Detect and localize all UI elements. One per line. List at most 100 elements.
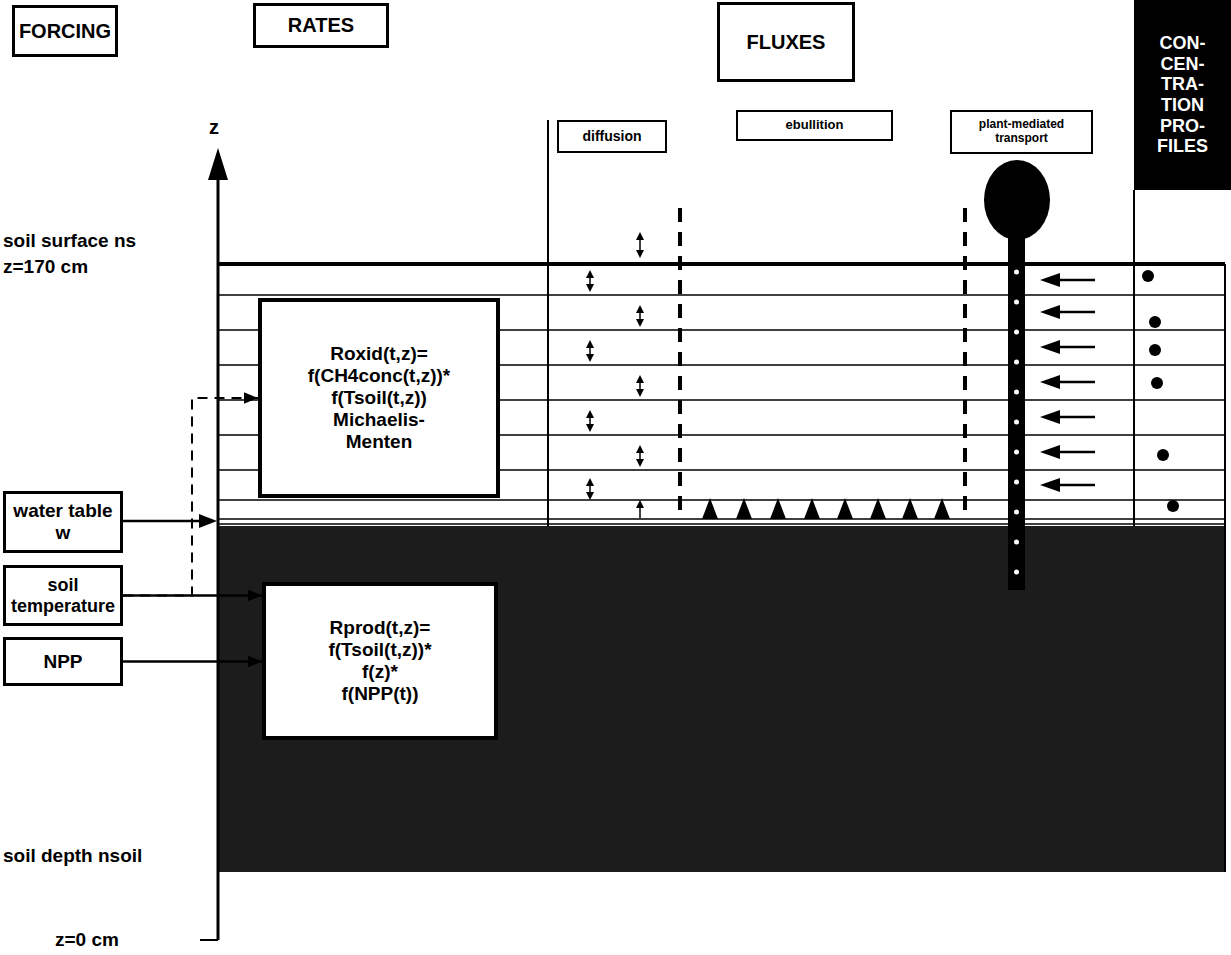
divider-line [1133, 190, 1135, 526]
arrow-shaft [1055, 381, 1095, 384]
double-arrow [636, 305, 644, 327]
bubble-triangle [870, 498, 886, 519]
arrowhead [636, 375, 644, 383]
uptake-arrow [1040, 445, 1095, 459]
uptake-arrow [1040, 340, 1095, 354]
bubble-triangle [736, 498, 752, 519]
layer-line [218, 518, 1225, 520]
dashed-divider [963, 208, 967, 518]
arrowhead [636, 500, 644, 508]
concentration-dot [1142, 270, 1154, 282]
concentration-dot [1157, 449, 1169, 461]
layer-line [218, 523, 1225, 525]
header-box: RATES [253, 3, 389, 48]
arrowhead [586, 424, 594, 432]
uptake-arrow [1040, 305, 1095, 319]
node-text: FORCING [19, 20, 111, 43]
bubble-triangle [702, 498, 718, 519]
layer-line [218, 499, 1225, 501]
arrowhead [1040, 273, 1060, 287]
concentration-dot [1167, 500, 1179, 512]
node-text: CON- CEN- TRA- TION PRO- FILES [1140, 33, 1225, 157]
arrowhead [636, 305, 644, 313]
aerenchyma-dot [1014, 270, 1019, 275]
axis-label: z [209, 116, 219, 139]
uptake-arrow [1040, 478, 1095, 492]
aerenchyma-dot [1014, 330, 1019, 335]
arrowhead [1040, 305, 1060, 319]
aerenchyma-dot [1014, 300, 1019, 305]
bubble-triangle [770, 498, 786, 519]
connector [123, 594, 262, 597]
arrowhead [1040, 478, 1060, 492]
arrowhead [636, 389, 644, 397]
bubble-triangle [934, 498, 950, 519]
water-table-arrow [123, 520, 202, 523]
node-text: Roxid(t,z)= f(CH4conc(t,z))* f(Tsoil(t,z… [265, 343, 493, 409]
arrow-shaft [1055, 279, 1095, 282]
concentration-dot [1151, 377, 1163, 389]
aerenchyma-dot [1014, 510, 1019, 515]
node-text: water table w [9, 500, 117, 544]
arrow-shaft [1055, 451, 1095, 454]
arrowhead [1040, 445, 1060, 459]
arrowhead [636, 232, 644, 240]
uptake-arrow [1040, 375, 1095, 389]
rate-box: Rprod(t,z)= f(Tsoil(t,z))* f(z)* f(NPP(t… [262, 582, 498, 740]
connector [123, 398, 258, 596]
aerenchyma-dot [1014, 390, 1019, 395]
plant-stem [1008, 230, 1025, 590]
forcing-box: soil temperature [3, 565, 123, 626]
arrowhead [586, 340, 594, 348]
plant-dots [1014, 270, 1019, 575]
node-text: NPP [43, 651, 82, 673]
arrowhead [636, 459, 644, 467]
header-box: FLUXES [717, 2, 855, 82]
node-text: soil temperature [9, 575, 117, 616]
plant-crown [984, 160, 1050, 240]
double-arrow [636, 375, 644, 397]
soil-surface-line [218, 262, 1225, 266]
z-axis [217, 170, 220, 940]
axis-label: soil depth nsoil [3, 845, 142, 867]
aerobic-zone [218, 264, 1225, 526]
bubble-triangle [837, 498, 853, 519]
arrowhead [199, 514, 217, 528]
arrowhead [586, 410, 594, 418]
double-arrow [636, 445, 644, 467]
dashed-divider [678, 208, 682, 518]
double-arrow [586, 410, 594, 432]
flux-label-box: ebullition [736, 110, 893, 141]
double-arrow [586, 478, 594, 500]
bubble-triangle [804, 498, 820, 519]
arrowhead [636, 319, 644, 327]
aerenchyma-dot [1014, 360, 1019, 365]
arrowhead [1040, 340, 1060, 354]
layer-line [218, 294, 1225, 296]
rate-box: Roxid(t,z)= f(CH4conc(t,z))* f(Tsoil(t,z… [258, 298, 500, 498]
plant-uptake-arrows [1040, 273, 1095, 492]
concentration-dot [1149, 316, 1161, 328]
divider-line [547, 120, 549, 526]
node-text: diffusion [582, 128, 641, 144]
axis-label: z=0 cm [55, 929, 119, 951]
ebullition-bubbles [702, 498, 950, 519]
node-text: Michaelis-Menten [314, 409, 444, 453]
aerenchyma-dot [1014, 570, 1019, 575]
arrowhead [586, 270, 594, 278]
connector [123, 660, 262, 663]
arrowhead [1040, 375, 1060, 389]
flux-label-box: diffusion [557, 120, 667, 153]
aerenchyma-dot [1014, 450, 1019, 455]
arrow-shaft [1055, 484, 1095, 487]
node-text: FLUXES [747, 31, 826, 54]
concentration-dots [1142, 270, 1179, 512]
concentration-dot [1149, 344, 1161, 356]
soil-layers [218, 295, 1225, 524]
arrow-shaft [1055, 311, 1095, 314]
node-text: RATES [288, 14, 354, 37]
node-text: Rprod(t,z)= f(Tsoil(t,z))* f(z)* f(NPP(t… [269, 617, 491, 704]
header-box: FORCING [12, 5, 118, 57]
axis-label: soil surface ns [3, 230, 136, 252]
flux-label-box: plant-mediated transport [950, 110, 1093, 154]
